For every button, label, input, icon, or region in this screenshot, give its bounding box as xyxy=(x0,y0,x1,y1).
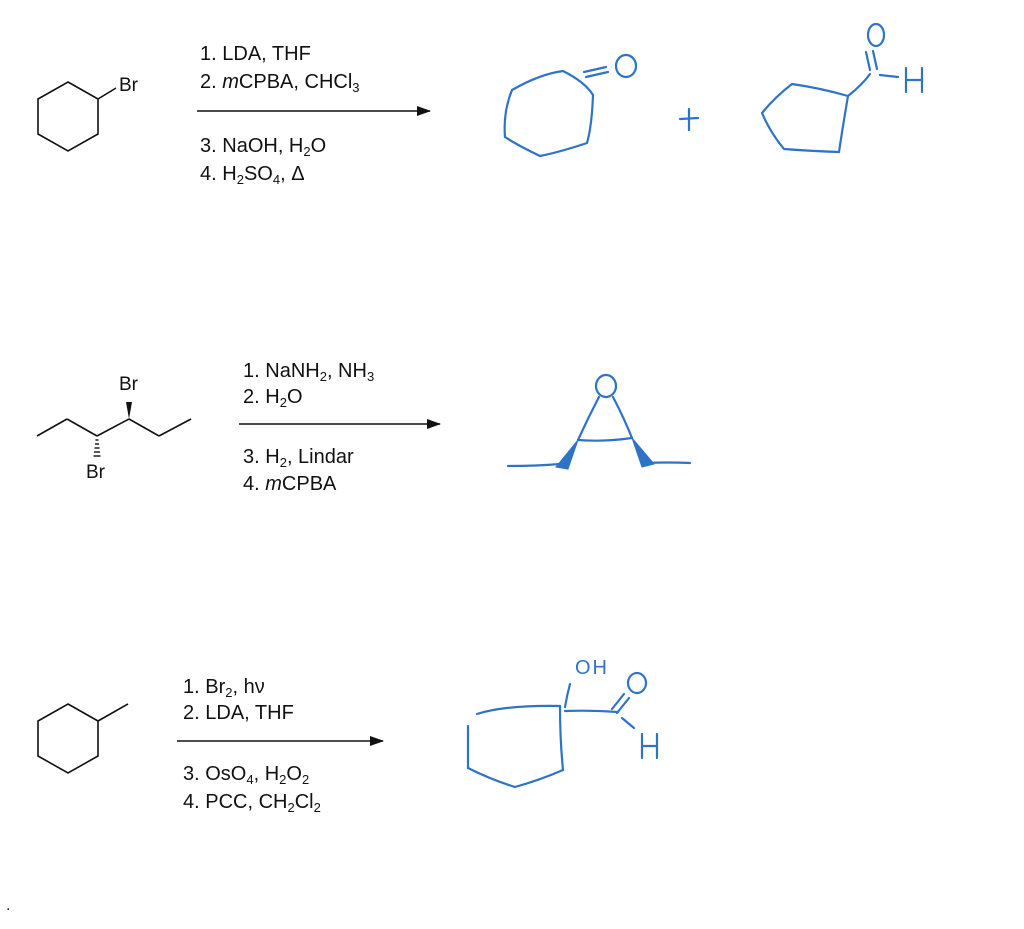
reagents-1-step-2: 2. mCPBA, CHCl3 xyxy=(200,71,360,95)
reagents-3-step-2: 2. LDA, THF xyxy=(183,702,294,724)
answer-2-cis-epoxide xyxy=(506,373,692,468)
answer-1-cyclopentanecarbaldehyde xyxy=(760,22,924,154)
reaction-3 xyxy=(37,671,659,789)
wedge-bond xyxy=(126,402,132,419)
plus-sign xyxy=(678,107,700,132)
reagents-1-step-4: 4. H2SO4, Δ xyxy=(200,163,305,187)
answer-1-cyclohexanone xyxy=(503,53,638,158)
starting-material-bromocyclohexane xyxy=(37,81,117,152)
bromine-label: Br xyxy=(119,75,138,96)
answer-3-hydroxy-aldehyde xyxy=(466,671,659,789)
reaction-1 xyxy=(37,22,924,158)
reagents-1-step-3: 3. NaOH, H2O xyxy=(200,135,327,159)
bromine-bottom-label: Br xyxy=(86,462,105,483)
starting-material-dibromohexane xyxy=(36,418,192,437)
reagents-2-step-2: 2. H2O xyxy=(243,386,303,410)
answer-2-stereo-wedges xyxy=(555,437,655,470)
hash-bond xyxy=(93,439,101,457)
reagents-3-step-1: 1. Br2, hν xyxy=(183,676,265,700)
reagents-2-step-3: 3. H2, Lindar xyxy=(243,446,354,470)
answer-3-hydroxyl-label: OH xyxy=(575,657,609,679)
reagents-3-step-3: 3. OsO4, H2O2 xyxy=(183,763,310,787)
reagents-1-step-1: 1. LDA, THF xyxy=(200,43,311,65)
starting-material-methylcyclohexane xyxy=(37,703,129,774)
reagents-3-step-4: 4. PCC, CH2Cl2 xyxy=(183,791,321,815)
reagents-2-step-1: 1. NaNH2, NH3 xyxy=(243,360,375,384)
reagents-2-step-4: 4. mCPBA xyxy=(243,473,337,495)
reaction-2 xyxy=(36,373,692,470)
footer-dot: . xyxy=(6,897,11,914)
bromine-top-label: Br xyxy=(119,374,138,395)
